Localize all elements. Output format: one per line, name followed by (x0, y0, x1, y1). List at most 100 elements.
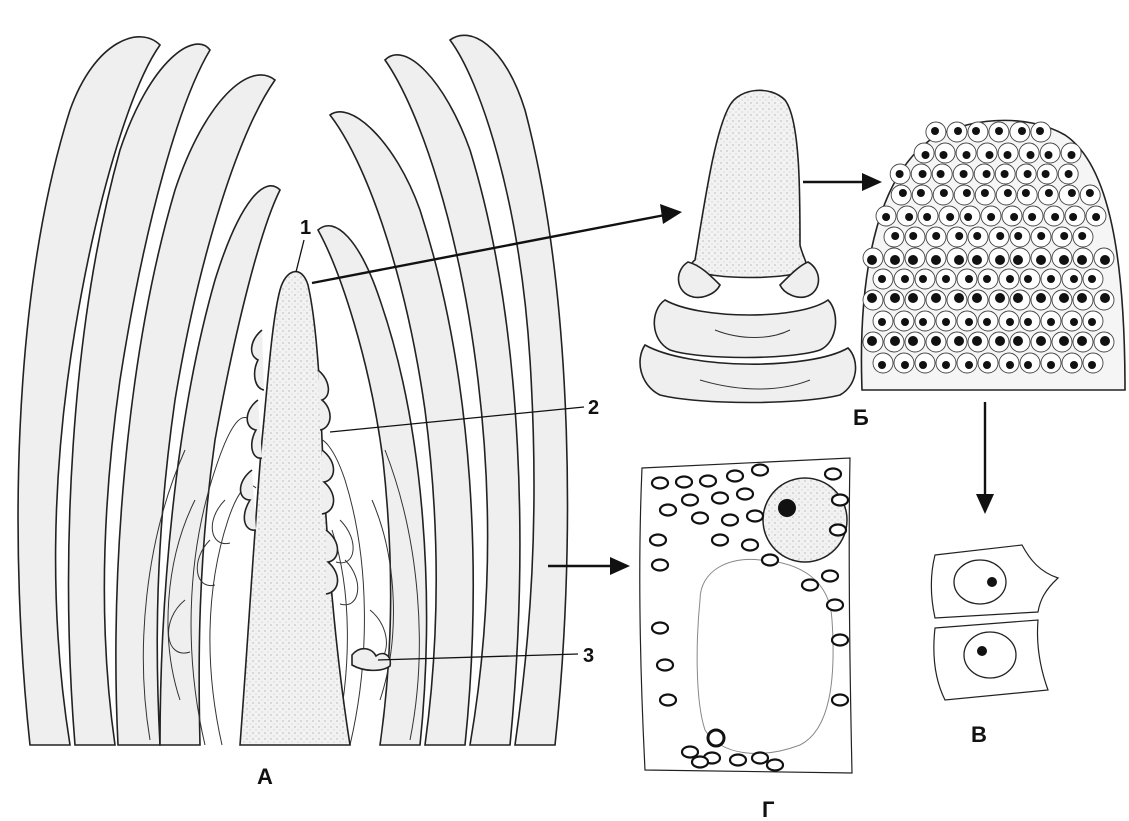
meristem-cell-nucleus (1077, 336, 1087, 346)
label-apex: 1 (300, 217, 311, 239)
meristem-cell-nucleus (1068, 189, 1076, 197)
meristem-cell-nucleus (1077, 293, 1087, 303)
meristem-cell-nucleus (1018, 127, 1026, 135)
meristem-cell-nucleus (1051, 213, 1059, 221)
plastid (660, 505, 676, 516)
meristem-cell-nucleus (896, 170, 904, 178)
meristem-cell-nucleus (1042, 170, 1050, 178)
meristem-cell-nucleus (942, 275, 950, 283)
meristem-cell-nucleus (867, 336, 877, 346)
meristem-cell-nucleus (878, 318, 886, 326)
plastid (752, 753, 768, 764)
meristem-cell-nucleus (901, 318, 909, 326)
label-bud: 3 (583, 645, 594, 667)
plastid (822, 571, 838, 582)
meristem-cell-nucleus (1013, 336, 1023, 346)
plastid (652, 560, 668, 571)
meristem-cell-nucleus (867, 255, 877, 265)
granule-ring (708, 730, 724, 746)
meristem-cell-nucleus (1006, 361, 1014, 369)
meristem-cell-nucleus (1092, 213, 1100, 221)
meristem-cell-nucleus (890, 293, 900, 303)
plastid (652, 478, 668, 489)
meristem-cell-nucleus (1013, 255, 1023, 265)
plastid (742, 540, 758, 551)
meristem-cell-nucleus (940, 151, 948, 159)
plastid (700, 476, 716, 487)
meristem-cell-nucleus (1045, 151, 1053, 159)
meristem-cell-nucleus (1024, 170, 1032, 178)
plastid (657, 660, 673, 671)
meristem-cell-nucleus (995, 293, 1005, 303)
meristem-cell-nucleus (931, 255, 941, 265)
plastid (832, 495, 848, 506)
panel-letters: А Б В Г (257, 405, 987, 821)
meristem-cell-nucleus (917, 189, 925, 197)
meristem-cell-nucleus (960, 170, 968, 178)
meristem-cell-nucleus (942, 318, 950, 326)
meristem-cell-nucleus (1036, 127, 1044, 135)
label-primordium: 2 (588, 397, 599, 419)
meristem-cell-nucleus (954, 255, 964, 265)
meristem-cell-nucleus (899, 189, 907, 197)
meristem-cell-nucleus (919, 361, 927, 369)
meristem-cell-nucleus (1022, 189, 1030, 197)
meristem-cell-nucleus (1047, 275, 1055, 283)
panel-v-cells (931, 545, 1058, 700)
plastid (825, 469, 841, 480)
label-panel-g: Г (762, 797, 775, 821)
meristem-cell-nucleus (1068, 151, 1076, 159)
meristem-cell-nucleus (1004, 189, 1012, 197)
meristem-cell-nucleus (996, 232, 1004, 240)
plastid (737, 489, 753, 500)
meristem-cell-nucleus (1065, 170, 1073, 178)
meristem-cell-nucleus (965, 361, 973, 369)
meristem-cell-nucleus (1024, 361, 1032, 369)
meristem-cell-nucleus (1045, 189, 1053, 197)
meristem-cell-nucleus (901, 361, 909, 369)
meristem-cell-nucleus (1059, 293, 1069, 303)
plastid (692, 757, 708, 768)
meristem-cell-nucleus (965, 318, 973, 326)
panel-b-cone (640, 90, 856, 402)
meristem-cell-nucleus (963, 189, 971, 197)
meristem-cell-nucleus (954, 293, 964, 303)
meristem-cell-nucleus (983, 361, 991, 369)
meristem-cell-nucleus (890, 336, 900, 346)
meristem-cell-nucleus (882, 213, 890, 221)
plastid (712, 535, 728, 546)
meristem-cell-nucleus (1100, 255, 1110, 265)
meristem-cell-nucleus (1077, 255, 1087, 265)
meristem-cell-nucleus (995, 255, 1005, 265)
plastid (722, 515, 738, 526)
meristem-cell-nucleus (878, 361, 886, 369)
meristem-cell-nucleus (981, 189, 989, 197)
plastid (747, 511, 763, 522)
plastid (762, 555, 778, 566)
meristem-cell-nucleus (983, 275, 991, 283)
meristem-cell-nucleus (1086, 189, 1094, 197)
meristem-cell-nucleus (937, 170, 945, 178)
meristem-cell-nucleus (1010, 213, 1018, 221)
meristem-cell-nucleus (908, 336, 918, 346)
meristem-cell-nucleus (1088, 318, 1096, 326)
meristem-cell-nucleus (1024, 275, 1032, 283)
meristem-cell-nucleus (1028, 213, 1036, 221)
meristem-cell-nucleus (986, 151, 994, 159)
meristem-cell-nucleus (931, 127, 939, 135)
meristem-cell-nucleus (954, 127, 962, 135)
meristem-cell-nucleus (891, 232, 899, 240)
meristem-cell-nucleus (1037, 232, 1045, 240)
meristem-cell-nucleus (987, 213, 995, 221)
plastid (650, 535, 666, 546)
meristem-cell-nucleus (1014, 232, 1022, 240)
meristem-cell-nucleus (1070, 318, 1078, 326)
cone-base-leaf-1 (654, 300, 835, 358)
meristem-cell-nucleus (908, 293, 918, 303)
meristem-cell-nucleus (1088, 361, 1096, 369)
meristem-cell-nucleus (973, 232, 981, 240)
meristem-cell-nucleus (955, 232, 963, 240)
meristem-cell-nucleus (940, 189, 948, 197)
plastid (652, 623, 668, 634)
